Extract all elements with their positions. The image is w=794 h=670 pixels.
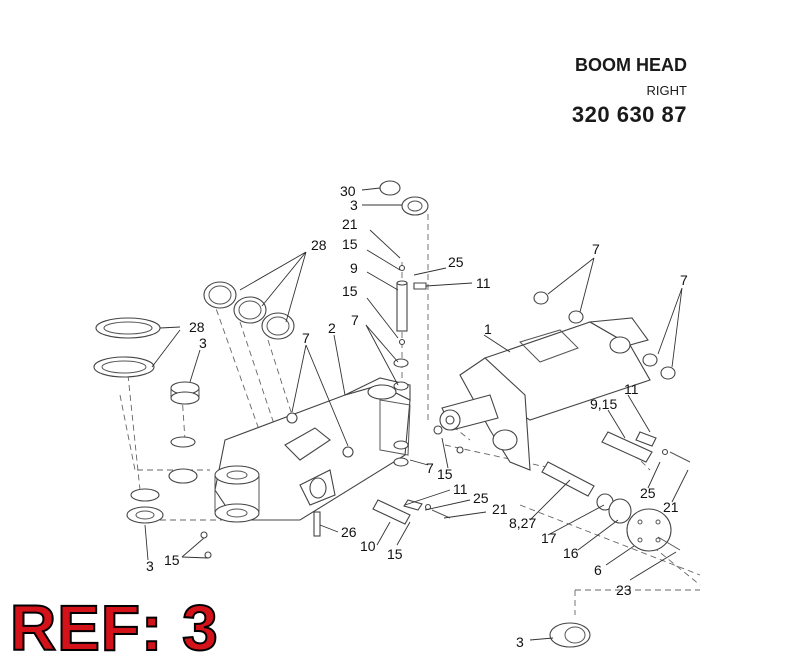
callout-label: 9,15 (590, 396, 617, 412)
callout-labels: 30 3 21 15 9 15 7 25 11 28 28 3 7 2 1 7 … (146, 183, 688, 650)
callout-label: 11 (453, 481, 468, 497)
callout-label: 2 (328, 320, 336, 336)
callout-label: 11 (476, 275, 491, 291)
callout-label: 16 (563, 545, 579, 561)
callout-label: 6 (594, 562, 602, 578)
pins-and-fasteners (200, 264, 691, 559)
callout-label: 8,27 (509, 515, 536, 531)
callout-label: 15 (342, 236, 358, 252)
diagram-title: BOOM HEAD (575, 55, 687, 75)
callout-label: 26 (341, 524, 357, 540)
callout-label: 25 (640, 485, 656, 501)
callout-label: 15 (164, 552, 180, 568)
callout-label: 15 (437, 466, 453, 482)
callout-label: 3 (199, 335, 207, 351)
callout-label: 3 (516, 634, 524, 650)
leader-lines (144, 187, 689, 641)
callout-label: 7 (680, 272, 688, 288)
callout-label: 28 (189, 319, 205, 335)
callout-label: 30 (340, 183, 356, 199)
callout-label: 21 (492, 501, 508, 517)
callout-label: 25 (473, 490, 489, 506)
callout-label: 1 (484, 321, 492, 337)
callout-label: 3 (146, 558, 154, 574)
callout-label: 7 (351, 312, 359, 328)
part-number: 320 630 87 (571, 102, 687, 127)
head-bracket (214, 377, 411, 523)
callout-label: 3 (350, 197, 358, 213)
callout-label: 21 (663, 499, 679, 515)
assembly-lines (119, 214, 701, 615)
callout-label: 15 (342, 283, 358, 299)
diagram-side-label: RIGHT (646, 83, 687, 98)
callout-label: 7 (302, 330, 310, 346)
boom-body (439, 317, 651, 471)
callout-label: 28 (311, 237, 327, 253)
callout-label: 23 (616, 582, 632, 598)
callout-label: 15 (387, 546, 403, 562)
callout-label: 7 (592, 241, 600, 257)
callout-label: 25 (448, 254, 464, 270)
callout-label: 7 (426, 460, 434, 476)
callout-label: 10 (360, 538, 376, 554)
callout-label: 11 (624, 381, 639, 397)
callout-label: 9 (350, 260, 358, 276)
bearing-rings (93, 180, 676, 648)
callout-label: 21 (342, 216, 358, 232)
reference-label: REF: 3 (9, 592, 219, 664)
callout-label: 17 (541, 530, 557, 546)
